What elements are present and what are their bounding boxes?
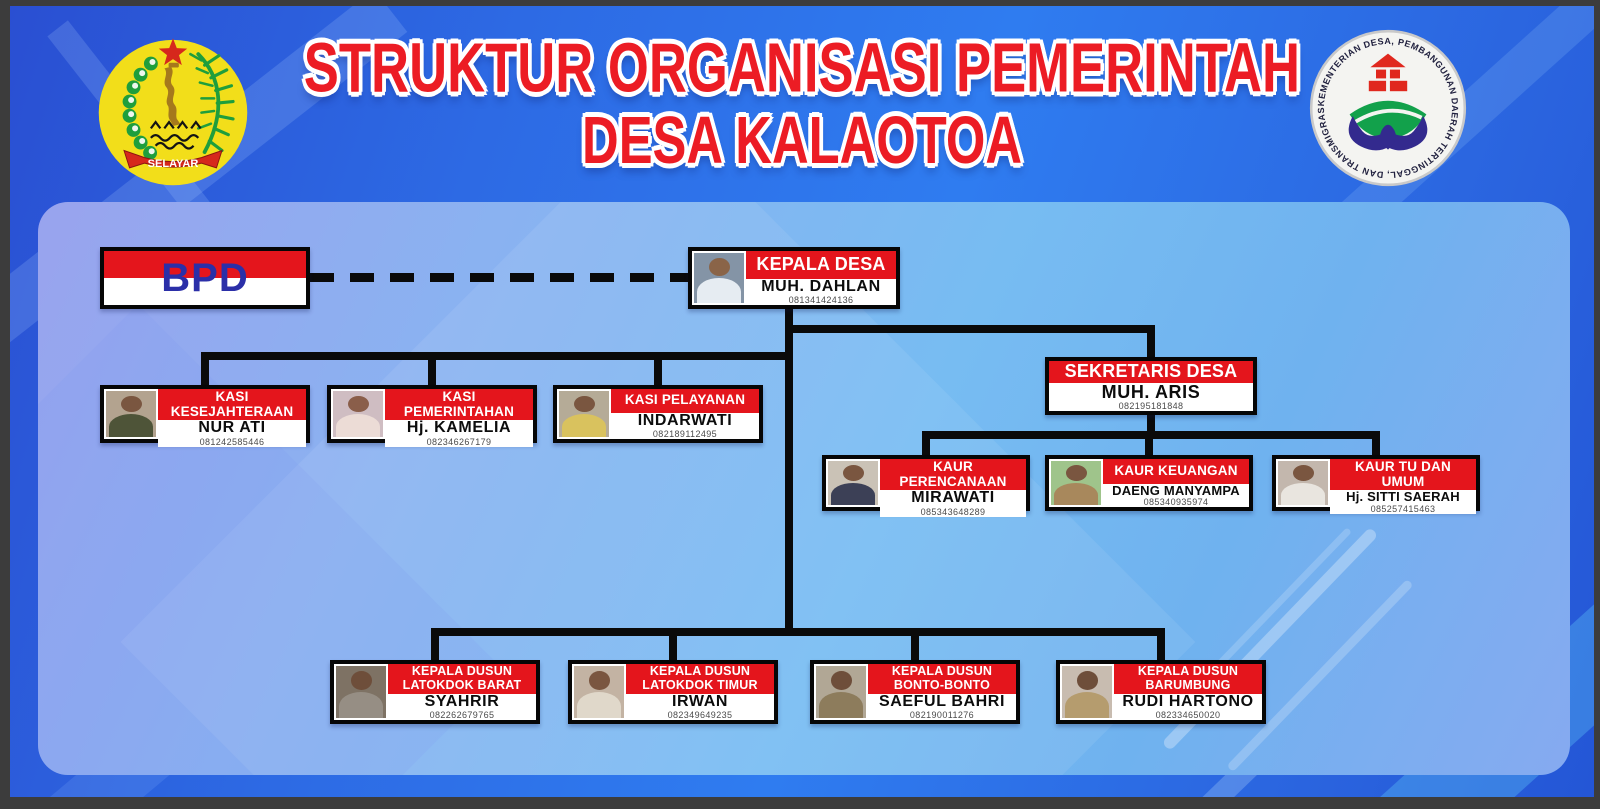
node-kaur-tu-dan-umum: KAUR TU DAN UMUM Hj. SITTI SAERAH 085257… bbox=[1272, 455, 1480, 514]
node-phone: 081341424136 bbox=[788, 295, 854, 305]
waves-icon bbox=[149, 120, 202, 150]
node-title: KASI PELAYANAN bbox=[611, 389, 759, 413]
node-title: KEPALA DUSUN bbox=[649, 664, 751, 679]
connector-sekretaris-branch bbox=[785, 325, 1155, 333]
node-phone: 082262679765 bbox=[429, 710, 495, 720]
node-title: KEPALA DUSUN bbox=[411, 664, 513, 679]
photo-dusun-latokdok-barat bbox=[336, 666, 386, 718]
title-line2: DESA KALAOTOA bbox=[581, 102, 1023, 179]
node-kepala-dusun-barumbung: KEPALA DUSUN BARUMBUNG RUDI HARTONO 0823… bbox=[1056, 660, 1266, 724]
node-kepala-desa: KEPALA DESA MUH. DAHLAN 081341424136 bbox=[688, 247, 900, 309]
node-kasi-pemerintahan: KASI PEMERINTAHAN Hj. KAMELIA 0823462671… bbox=[327, 385, 537, 447]
selayar-logo: SELAYAR bbox=[98, 38, 248, 186]
node-subtitle: LATOKDOK TIMUR bbox=[642, 677, 758, 692]
bpd-label: BPD bbox=[161, 256, 249, 300]
node-kaur-keuangan: KAUR KEUANGAN DAENG MANYAMPA 08534093597… bbox=[1045, 455, 1253, 511]
node-name: NUR ATI bbox=[198, 419, 266, 437]
cotton-branch-icon bbox=[122, 56, 158, 160]
page-title: STRUKTUR ORGANISASI PEMERINTAH DESA KALA… bbox=[255, 22, 1349, 179]
node-name: MUH. ARIS bbox=[1101, 381, 1201, 402]
node-title: SEKRETARIS DESA bbox=[1049, 361, 1253, 383]
connector-drop-dusun-barumbung bbox=[1157, 628, 1165, 660]
connector-drop-dusun-bonto bbox=[911, 628, 919, 660]
node-kepala-dusun-bonto-bonto: KEPALA DUSUN BONTO-BONTO SAEFUL BAHRI 08… bbox=[810, 660, 1020, 724]
node-phone: 082346267179 bbox=[426, 436, 492, 447]
photo-kaur-tu-dan-umum bbox=[1278, 461, 1328, 505]
node-title: KEPALA DUSUN bbox=[891, 664, 993, 679]
photo-kaur-keuangan bbox=[1051, 461, 1101, 505]
photo-dusun-barumbung bbox=[1062, 666, 1112, 718]
connector-dusun-branch bbox=[431, 628, 1165, 636]
node-title: KAUR TU DAN UMUM bbox=[1330, 459, 1476, 491]
title-line1: STRUKTUR ORGANISASI PEMERINTAH bbox=[303, 27, 1301, 108]
panel-streak bbox=[1208, 527, 1352, 676]
node-name: RUDI HARTONO bbox=[1122, 692, 1254, 710]
node-phone: 085257415463 bbox=[1370, 503, 1436, 514]
node-name: SYAHRIR bbox=[424, 692, 500, 710]
connector-drop-dusun-timur bbox=[669, 628, 677, 660]
node-sekretaris-desa: SEKRETARIS DESA MUH. ARIS 082195181848 bbox=[1045, 357, 1257, 415]
connector-drop-kasi-pemerintahan bbox=[428, 352, 436, 385]
node-subtitle: BARUMBUNG bbox=[1145, 677, 1231, 692]
node-title: KASI KESEJAHTERAAN bbox=[158, 389, 306, 421]
node-kasi-pelayanan: KASI PELAYANAN INDARWATI 082189112495 bbox=[553, 385, 763, 443]
node-name: MIRAWATI bbox=[911, 489, 995, 507]
node-phone: 082349649235 bbox=[667, 710, 733, 720]
node-title: KASI PEMERINTAHAN bbox=[385, 389, 533, 421]
connector-drop-kaur-tu bbox=[1372, 431, 1380, 455]
node-phone: 082195181848 bbox=[1118, 401, 1184, 411]
connector-kasi-branch bbox=[201, 352, 793, 360]
ribbon-icon bbox=[123, 149, 223, 169]
photo-kepala-desa bbox=[694, 253, 744, 303]
node-title: KAUR PERENCANAAN bbox=[880, 459, 1026, 491]
connector-drop-kaur-perencanaan bbox=[922, 431, 930, 455]
green-hills-icon bbox=[1349, 100, 1427, 139]
palm-frond-icon bbox=[189, 52, 235, 154]
node-kasi-kesejahteraan: KASI KESEJAHTERAAN NUR ATI 081242585446 bbox=[100, 385, 310, 447]
node-subtitle: LATOKDOK BARAT bbox=[402, 677, 522, 692]
node-phone: 081242585446 bbox=[199, 436, 265, 447]
node-kaur-perencanaan: KAUR PERENCANAAN MIRAWATI 085343648289 bbox=[822, 455, 1030, 517]
node-phone: 085340935974 bbox=[1143, 497, 1209, 507]
connector-drop-sekretaris bbox=[1147, 325, 1155, 357]
photo-kasi-kesejahteraan bbox=[106, 391, 156, 437]
node-name: SAEFUL BAHRI bbox=[878, 692, 1006, 710]
node-kepala-dusun-latokdok-barat: KEPALA DUSUN LATOKDOK BARAT SYAHRIR 0822… bbox=[330, 660, 540, 724]
photo-kasi-pelayanan bbox=[559, 391, 609, 437]
poster-background: SELAYAR STRUKTUR ORGANISASI PEMERINTAH D… bbox=[10, 6, 1594, 797]
connector-trunk bbox=[785, 309, 793, 636]
keris-handle bbox=[168, 62, 179, 68]
node-name: Hj. SITTI SAERAH bbox=[1346, 489, 1460, 505]
connector-drop-dusun-barat bbox=[431, 628, 439, 660]
node-subtitle: BONTO-BONTO bbox=[893, 677, 991, 692]
connector-drop-kasi-kesejahteraan bbox=[201, 352, 209, 385]
photo-kaur-perencanaan bbox=[828, 461, 878, 505]
node-title: KEPALA DUSUN bbox=[1137, 664, 1239, 679]
connector-sekretaris-stem bbox=[1147, 415, 1155, 437]
red-building-icon bbox=[1368, 53, 1408, 92]
node-bpd: BPD bbox=[100, 247, 310, 309]
ribbon-label: SELAYAR bbox=[148, 158, 199, 170]
photo-dusun-latokdok-timur bbox=[574, 666, 624, 718]
node-phone: 082334650020 bbox=[1155, 710, 1221, 720]
node-phone: 082190011276 bbox=[909, 710, 975, 720]
node-title: KAUR KEUANGAN bbox=[1103, 459, 1249, 484]
connector-bpd-kepala-desa bbox=[310, 273, 688, 282]
node-name: INDARWATI bbox=[637, 411, 733, 429]
node-title: KEPALA DESA bbox=[746, 251, 896, 279]
node-phone: 085343648289 bbox=[920, 506, 986, 517]
photo-kasi-pemerintahan bbox=[333, 391, 383, 437]
keris-icon bbox=[164, 66, 181, 126]
node-name: MUH. DAHLAN bbox=[761, 277, 881, 295]
node-phone: 082189112495 bbox=[652, 429, 718, 439]
node-name: Hj. KAMELIA bbox=[406, 419, 512, 437]
node-kepala-dusun-latokdok-timur: KEPALA DUSUN LATOKDOK TIMUR IRWAN 082349… bbox=[568, 660, 778, 724]
node-name: DAENG MANYAMPA bbox=[1112, 482, 1240, 498]
photo-dusun-bonto-bonto bbox=[816, 666, 866, 718]
connector-drop-kasi-pelayanan bbox=[654, 352, 662, 385]
purple-hands-icon bbox=[1348, 116, 1428, 151]
node-name: IRWAN bbox=[671, 692, 729, 710]
connector-drop-kaur-keuangan bbox=[1145, 431, 1153, 455]
